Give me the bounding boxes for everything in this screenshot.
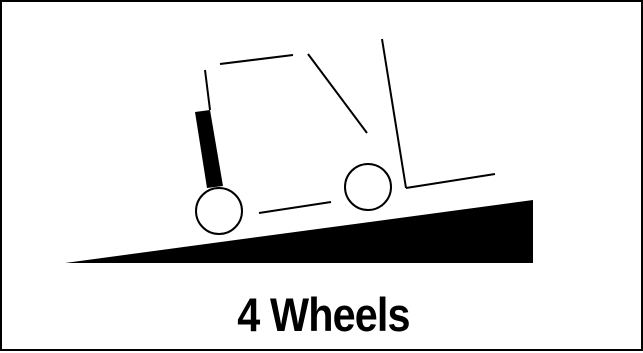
forklift-rear-wheel [196, 188, 242, 234]
forklift-counterweight [195, 110, 223, 188]
forklift-front-wheel [345, 164, 391, 210]
sign-caption: 4 Wheels [41, 284, 607, 346]
forklift-rear-post [205, 70, 210, 110]
forklift-chassis [259, 202, 331, 213]
forklift-fork [406, 174, 495, 188]
forklift-roof [220, 55, 293, 64]
forklift-windshield [308, 54, 367, 133]
forklift-mast [382, 39, 406, 188]
ramp-slope [65, 200, 533, 263]
